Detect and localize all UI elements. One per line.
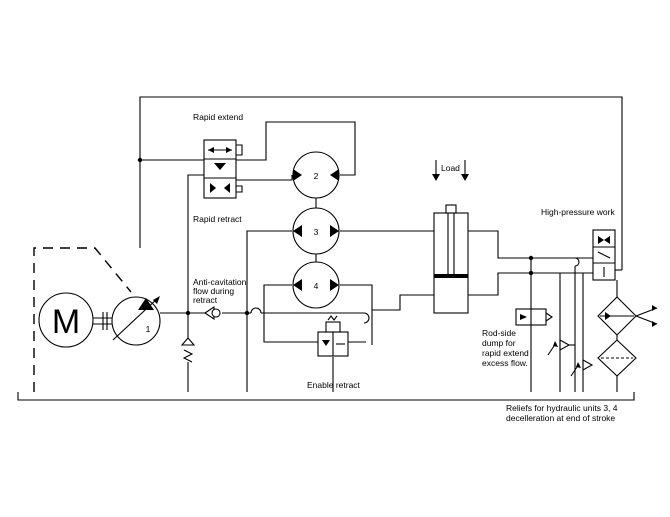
motor-unit-4: 4 — [292, 261, 340, 309]
label-reliefs-1: Reliefs for hydraulic units 3, 4 — [506, 403, 618, 413]
label-anti-cav-1: Anti-cavitation — [193, 277, 247, 287]
label-rapid-extend: Rapid extend — [193, 112, 243, 122]
label-rod-dump-4: excess flow. — [482, 358, 528, 368]
motor-unit-3: 3 — [292, 207, 340, 255]
pressure-lines — [137, 96, 623, 392]
label-anti-cav-2: flow during — [193, 286, 234, 296]
relief-valve-unit-4 — [570, 359, 594, 377]
tank-line — [17, 392, 635, 401]
load-arrows — [432, 160, 469, 181]
motor-unit-2: 2 — [292, 151, 340, 199]
label-rod-dump-3: rapid extend — [482, 348, 529, 358]
motor-letter: M — [52, 303, 80, 341]
label-high-pressure-work: High-pressure work — [541, 207, 615, 217]
hydraulic-cylinder — [433, 204, 469, 314]
pump-1: 1 — [111, 296, 161, 346]
label-reliefs-2: decelleration at end of stroke — [506, 413, 615, 423]
label-rapid-retract: Rapid retract — [193, 214, 242, 224]
filter-symbol — [597, 339, 637, 392]
label-load: Load — [441, 163, 460, 173]
motor-case-outline — [33, 247, 132, 392]
electric-motor: M — [38, 292, 116, 348]
high-pressure-work-valve — [592, 229, 622, 281]
label-rod-dump-2: dump for — [482, 338, 516, 348]
anti-cavitation-check-valve — [204, 305, 221, 321]
rod-side-dump-valve — [515, 308, 553, 326]
cooler-symbol — [597, 296, 658, 336]
motor-3-number: 3 — [314, 227, 319, 237]
relief-valve-pump — [180, 337, 196, 392]
motor-2-number: 2 — [314, 171, 319, 181]
motor-4-number: 4 — [314, 281, 319, 291]
rapid-directional-valve — [203, 139, 243, 199]
label-enable-retract: Enable retract — [307, 380, 361, 390]
enable-retract-valve — [317, 315, 349, 357]
label-anti-cav-3: retract — [193, 295, 218, 305]
pump-number: 1 — [146, 324, 151, 334]
relief-valve-unit-3 — [547, 339, 575, 356]
label-rod-dump-1: Rod-side — [482, 328, 516, 338]
